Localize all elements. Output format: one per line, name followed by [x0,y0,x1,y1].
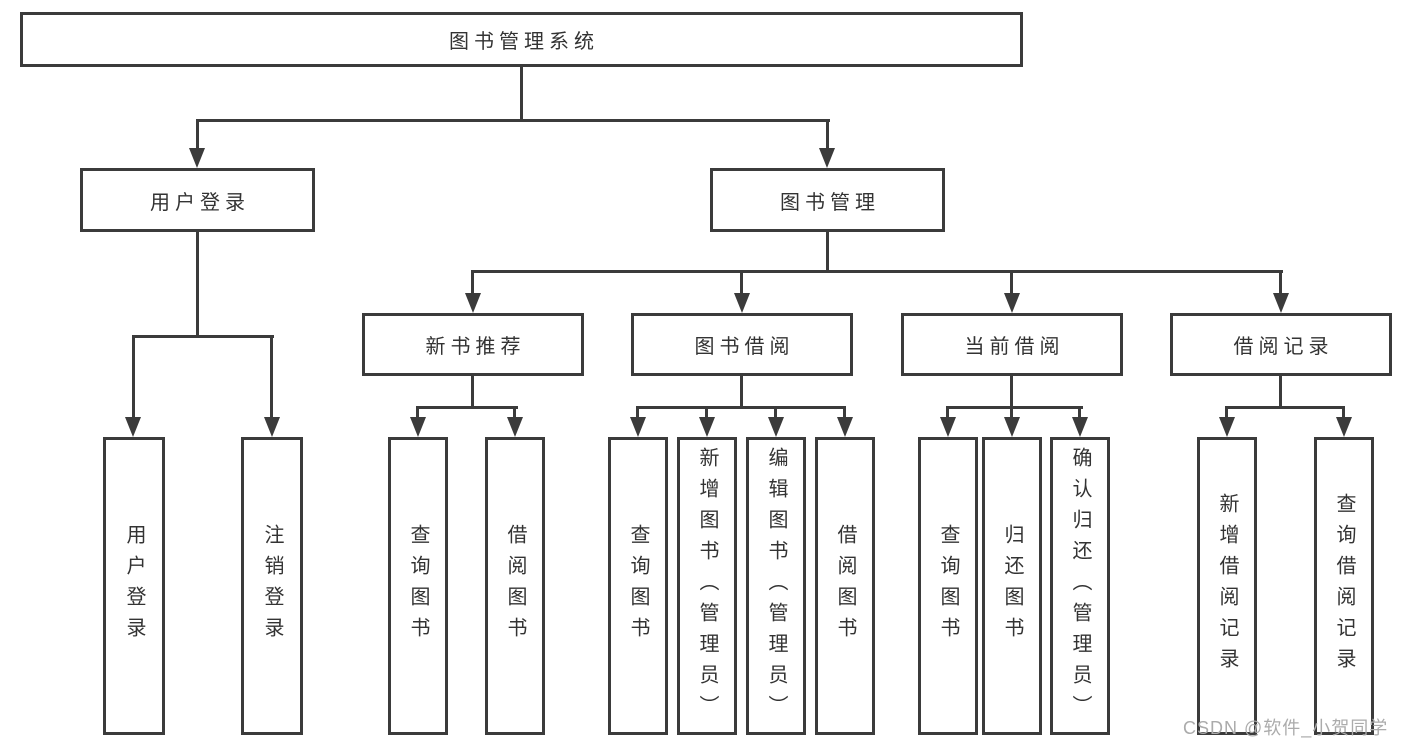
node-current-borrow: 当前借阅 [901,313,1123,376]
arrow-down-icon [630,417,646,437]
arrow-down-icon [940,417,956,437]
connector-line [471,270,1283,273]
connector-line [196,232,199,338]
arrow-down-icon [189,148,205,168]
leaf-add-borrow-record-label: 新增借阅记录 [1216,493,1238,679]
connector-line [1279,270,1282,295]
connector-line [1279,376,1282,409]
connector-line [740,376,743,409]
leaf-logout: 注销登录 [241,437,303,735]
arrow-down-icon [125,417,141,437]
leaf-confirm-return-admin: 确认归还（管理员） [1050,437,1110,735]
arrow-down-icon [1336,417,1352,437]
connector-line [416,406,419,419]
connector-line [520,67,523,122]
leaf-user-login: 用户登录 [103,437,165,735]
leaf-query-borrow-record-label: 查询借阅记录 [1333,493,1355,679]
connector-line [826,232,829,273]
connector-line [740,270,743,295]
connector-line [705,406,708,419]
node-root: 图书管理系统 [20,12,1023,67]
connector-line [774,406,777,419]
connector-line [843,406,846,419]
leaf-add-borrow-record: 新增借阅记录 [1197,437,1257,735]
leaf-recommend-query-book-label: 查询图书 [407,524,429,648]
connector-line [471,270,474,295]
csdn-watermark: CSDN @软件_小贺同学 [1183,718,1389,738]
node-book-borrow: 图书借阅 [631,313,853,376]
connector-line [636,406,846,409]
node-user-login-label: 用户登录 [150,191,250,214]
node-new-book-recommend-label: 新书推荐 [425,336,526,358]
leaf-query-borrow-record: 查询借阅记录 [1314,437,1374,735]
connector-line [1078,406,1081,419]
arrow-down-icon [1004,293,1020,313]
arrow-down-icon [1004,417,1020,437]
leaf-edit-book-admin: 编辑图书（管理员） [746,437,806,735]
leaf-recommend-query-book: 查询图书 [388,437,448,735]
leaf-logout-label: 注销登录 [261,524,283,648]
connector-line [946,406,949,419]
leaf-return-book-label: 归还图书 [1001,524,1023,648]
connector-line [1225,406,1345,409]
node-borrow-record-label: 借阅记录 [1233,336,1334,358]
connector-line [1342,406,1345,419]
arrow-down-icon [768,417,784,437]
connector-line [946,406,1083,409]
leaf-current-query-book-label: 查询图书 [937,524,959,648]
arrow-down-icon [1072,417,1088,437]
connector-line [1010,376,1013,409]
node-book-mgmt-label: 图书管理 [780,191,880,214]
arrow-down-icon [264,417,280,437]
arrow-down-icon [1273,293,1289,313]
leaf-edit-book-admin-label: 编辑图书（管理员） [765,446,787,726]
connector-line [513,406,516,419]
node-root-label: 图书管理系统 [449,31,599,53]
leaf-recommend-borrow-book: 借阅图书 [485,437,545,735]
leaf-add-book-admin-label: 新增图书（管理员） [696,446,718,726]
arrow-down-icon [699,417,715,437]
leaf-borrow-query-book: 查询图书 [608,437,668,735]
node-user-login: 用户登录 [80,168,315,232]
leaf-confirm-return-admin-label: 确认归还（管理员） [1069,446,1091,726]
connector-line [132,335,274,338]
arrow-down-icon [507,417,523,437]
node-book-mgmt: 图书管理 [710,168,945,232]
connector-line [132,335,135,419]
node-book-borrow-label: 图书借阅 [694,336,795,358]
arrow-down-icon [837,417,853,437]
node-borrow-record: 借阅记录 [1170,313,1392,376]
connector-line [196,119,199,150]
connector-line [1010,406,1013,419]
leaf-add-book-admin: 新增图书（管理员） [677,437,737,735]
connector-line [1010,270,1013,295]
arrow-down-icon [465,293,481,313]
connector-line [826,119,829,150]
leaf-user-login-label: 用户登录 [123,524,145,648]
leaf-borrow-book-label: 借阅图书 [834,524,856,648]
connector-line [636,406,639,419]
leaf-borrow-book: 借阅图书 [815,437,875,735]
leaf-return-book: 归还图书 [982,437,1042,735]
connector-line [196,119,830,122]
leaf-current-query-book: 查询图书 [918,437,978,735]
connector-line [416,406,518,409]
leaf-borrow-query-book-label: 查询图书 [627,524,649,648]
arrow-down-icon [410,417,426,437]
node-new-book-recommend: 新书推荐 [362,313,584,376]
node-current-borrow-label: 当前借阅 [964,336,1065,358]
connector-line [270,335,273,419]
arrow-down-icon [1219,417,1235,437]
leaf-recommend-borrow-book-label: 借阅图书 [504,524,526,648]
connector-line [471,376,474,409]
arrow-down-icon [734,293,750,313]
connector-line [1225,406,1228,419]
arrow-down-icon [819,148,835,168]
